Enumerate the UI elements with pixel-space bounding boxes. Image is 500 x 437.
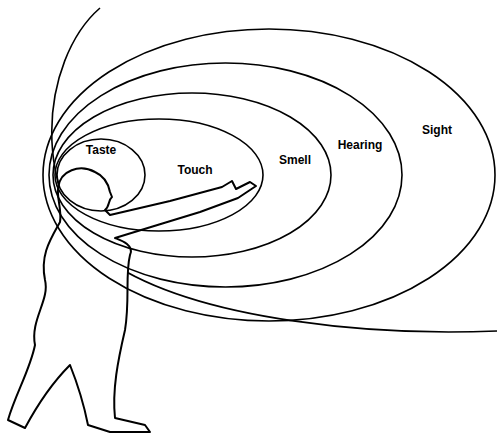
ring-outline (54, 118, 264, 232)
person-silhouette (8, 169, 256, 432)
ring-ellipse (57, 139, 145, 211)
sense-ring: SmellTouch Taste (52, 92, 332, 258)
ring-ellipse (43, 29, 495, 321)
sense-ring: Touch Taste (54, 118, 264, 232)
sense-label: Taste (85, 143, 117, 157)
sense-label: Touch (176, 163, 213, 177)
sense-ring: SightHearingSmellTouchTaste (42, 28, 496, 322)
sense-ring: HearingSmellTouch Taste (48, 62, 403, 288)
ring-ellipse (49, 63, 402, 287)
ring-ellipse (55, 119, 263, 231)
sense-label: Sight (421, 123, 453, 137)
sense-ring: Taste (56, 138, 146, 212)
sense-label: Smell (278, 153, 312, 167)
sense-label: Hearing (337, 138, 384, 152)
ring-outline (42, 28, 496, 322)
ring-ellipse (53, 93, 331, 257)
